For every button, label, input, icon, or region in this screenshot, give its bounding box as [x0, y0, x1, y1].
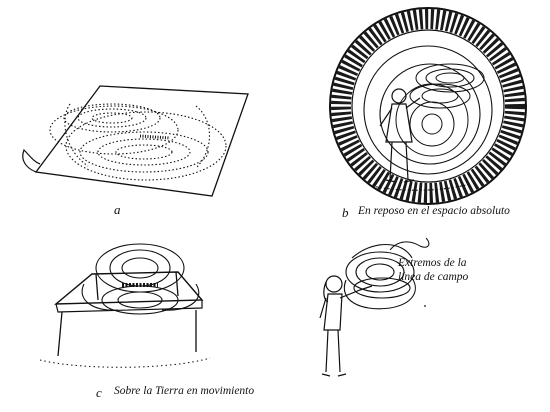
paper-curl	[22, 148, 41, 173]
panel-b-cosmos	[329, 7, 527, 205]
field-line-end	[389, 237, 430, 251]
panel-a-label: a	[114, 202, 121, 217]
filings-center	[139, 134, 171, 140]
cosmos-crowd-band	[331, 9, 525, 203]
panel-c-label: c	[96, 385, 102, 400]
panel-d-caption-line2: línea de campo	[398, 271, 469, 283]
table-legs	[57, 271, 197, 357]
panel-d-girl	[319, 237, 430, 377]
cosmos-outer-ring	[329, 7, 527, 205]
panel-b-caption: En reposo en el espacio absoluto	[358, 205, 510, 217]
cosmos-ground-shadow	[371, 183, 471, 191]
paper-sheet	[34, 85, 249, 197]
cosmos-person	[379, 88, 421, 183]
filing-patterns	[49, 103, 227, 181]
panel-d-caption-line1: Extremos de la	[398, 257, 467, 269]
table-shadow	[39, 357, 211, 368]
panel-c-caption: Sobre la Tierra en movimiento	[114, 385, 255, 397]
table-top	[54, 271, 204, 305]
girl-figure	[319, 275, 373, 377]
girl-field-loops	[343, 244, 416, 310]
panel-a-filings-sheet	[22, 85, 249, 197]
cosmos-field-loops	[409, 63, 485, 109]
panel-c-table	[39, 243, 211, 368]
panel-b-label: b	[342, 205, 349, 220]
